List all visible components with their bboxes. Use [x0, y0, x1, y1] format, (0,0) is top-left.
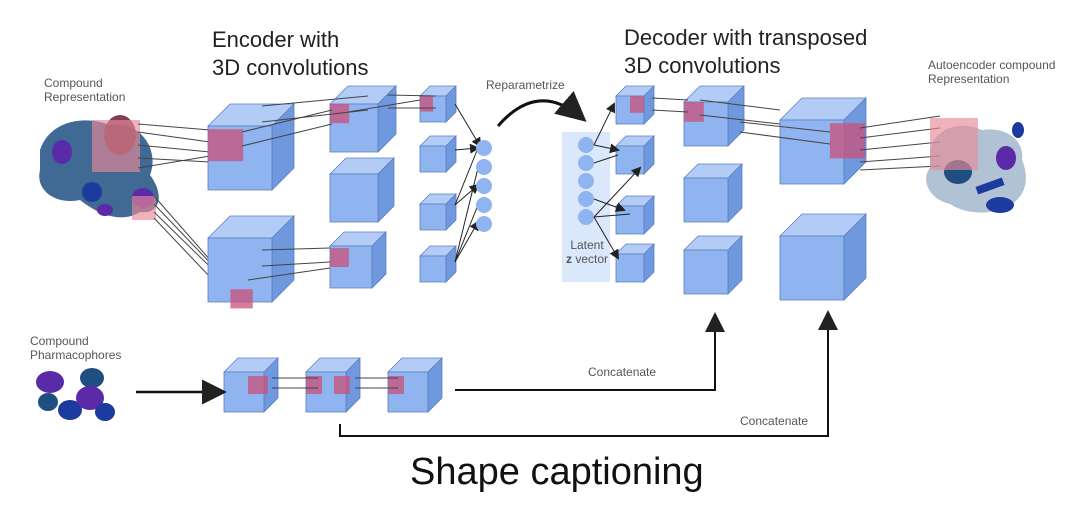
latent-node — [578, 137, 594, 153]
receptive-field-patch — [330, 248, 349, 267]
receptive-field-patch — [248, 376, 268, 394]
concatenate-label-2: Concatenate — [740, 414, 809, 428]
encoder-node — [476, 140, 492, 156]
encoder-node — [476, 159, 492, 175]
reparametrize-arrow — [496, 90, 587, 127]
decoder-cube-l2-c — [683, 235, 743, 295]
latent-to-decoder-arrows — [593, 102, 642, 260]
receptive-field-patch — [388, 376, 404, 394]
compound-representation-line-2: Representation — [44, 90, 126, 104]
encoder-cube-l3-b — [419, 135, 457, 173]
latent-node — [578, 191, 594, 207]
decoder-title: Decoder with transposed 3D convolutions — [624, 24, 867, 80]
autoencoder-representation-line-1: Autoencoder compound — [928, 58, 1056, 72]
latent-node — [578, 173, 594, 189]
pharmacophore-molecule-icon — [36, 368, 115, 421]
decoder-title-line-2: 3D convolutions — [624, 53, 781, 78]
captioning-cube-1 — [223, 357, 279, 413]
latent-node — [578, 209, 594, 225]
output-patch — [930, 118, 978, 170]
encoder-node — [476, 216, 492, 232]
output-projection-lines — [859, 115, 941, 171]
latent-vector-label: Latent z vector — [564, 238, 610, 266]
autoencoder-representation-line-2: Representation — [928, 72, 1010, 86]
encoder-title: Encoder with 3D convolutions — [212, 26, 369, 82]
latent-label-line-1: Latent — [570, 238, 604, 252]
encoder-title-line-2: 3D convolutions — [212, 55, 369, 80]
encoder-output-nodes — [476, 140, 492, 232]
receptive-field-patch — [334, 376, 350, 394]
encoder-cube-l3-d — [419, 245, 457, 283]
pharmacophores-line-1: Compound — [30, 334, 89, 348]
decoder-connection-lines — [651, 97, 831, 145]
concatenate-arrow-1 — [455, 312, 725, 391]
receptive-field-patch — [420, 96, 433, 112]
input-patch-top — [92, 120, 140, 172]
decoder-cube-l2-b — [683, 163, 743, 223]
encoder-cube-l3-c — [419, 193, 457, 231]
receptive-field-patch — [630, 96, 644, 113]
latent-nodes — [578, 137, 594, 225]
decoder-cube-l3-bottom — [779, 213, 867, 301]
captioning-cube-2 — [305, 357, 361, 413]
decoder-cube-l3-top — [779, 97, 867, 185]
receptive-field-patch — [306, 376, 322, 394]
decoder-cube-l1-b — [615, 135, 655, 175]
decoder-cube-l1-c — [615, 195, 655, 235]
latent-z-symbol: z — [565, 252, 572, 266]
compound-representation-line-1: Compound — [44, 76, 103, 90]
receptive-field-patch — [208, 129, 244, 162]
compound-representation-label: Compound Representation — [44, 76, 125, 104]
shape-captioning-title: Shape captioning — [410, 451, 704, 493]
captioning-cube-3 — [387, 357, 443, 413]
reparametrize-label: Reparametrize — [486, 78, 565, 92]
decoder-cube-l2-a — [683, 85, 745, 147]
compound-pharmacophores-label: Compound Pharmacophores — [30, 334, 121, 362]
autoencoder-representation-label: Autoencoder compound Representation — [928, 58, 1055, 86]
captioning-connection-lines — [272, 377, 398, 389]
encoder-cube-l2-b — [329, 157, 395, 223]
latent-label-line-2: z vector — [564, 252, 610, 266]
receptive-field-patch — [684, 102, 704, 122]
concatenate-label-1: Concatenate — [588, 365, 657, 379]
concatenate-arrow-2 — [339, 310, 838, 437]
encoder-cube-l2-c — [329, 231, 387, 289]
encoder-cube-l1-bottom — [207, 215, 295, 309]
encoder-cube-l3-a — [419, 85, 457, 123]
encoder-cube-l1-top — [207, 103, 295, 191]
encoder-connection-lines — [241, 94, 437, 281]
encoder-cube-l2-a — [329, 85, 397, 153]
encoder-title-line-1: Encoder with — [212, 27, 340, 52]
pharmacophores-line-2: Pharmacophores — [30, 348, 122, 362]
latent-node — [578, 155, 594, 171]
encoder-to-nodes-arrows — [454, 103, 482, 263]
decoder-cube-l1-a — [615, 85, 655, 125]
latent-vector-word: vector — [571, 252, 608, 266]
encoder-node — [476, 178, 492, 194]
encoder-node — [476, 197, 492, 213]
receptive-field-patch — [230, 289, 253, 309]
decoder-title-line-1: Decoder with transposed — [624, 25, 868, 50]
input-patch-bottom — [132, 196, 156, 220]
decoder-cube-l1-d — [615, 243, 655, 283]
receptive-field-patch — [829, 123, 866, 159]
